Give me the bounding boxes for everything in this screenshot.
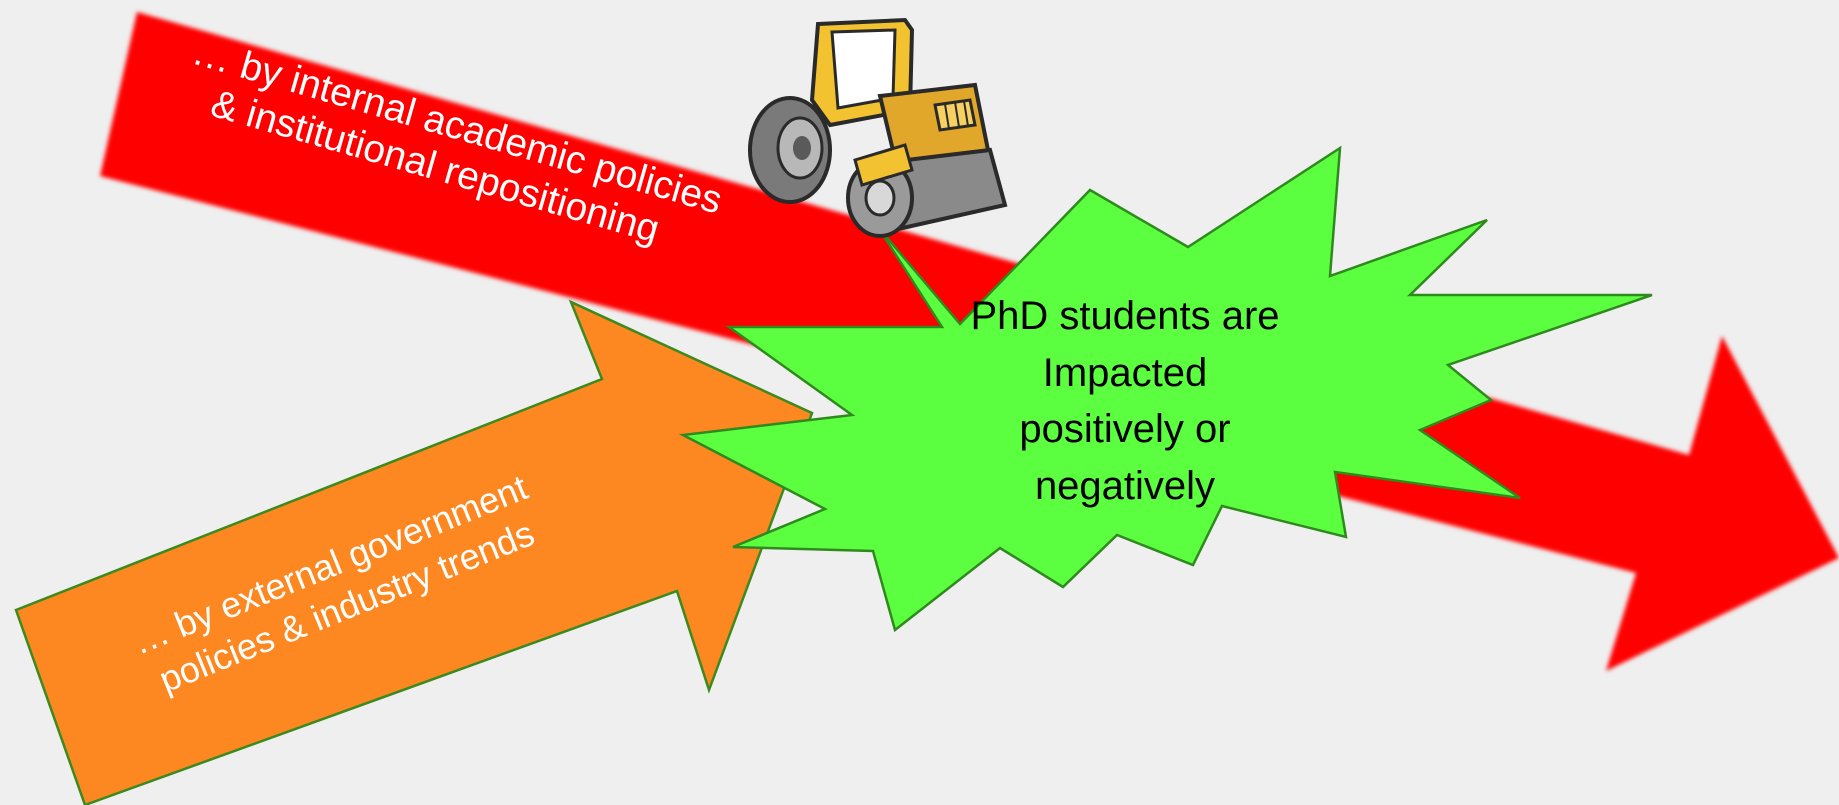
- steamroller-icon: [748, 17, 1008, 238]
- starburst-line4: negatively: [1035, 464, 1215, 508]
- orange-arrow: [14, 299, 814, 805]
- starburst-text: PhD students are Impacted positively or …: [970, 294, 1279, 508]
- starburst-line1: PhD students are: [970, 294, 1279, 338]
- impact-starburst: [678, 145, 1653, 633]
- starburst-line3: positively or: [1019, 407, 1230, 451]
- starburst-line2: Impacted: [1043, 351, 1208, 395]
